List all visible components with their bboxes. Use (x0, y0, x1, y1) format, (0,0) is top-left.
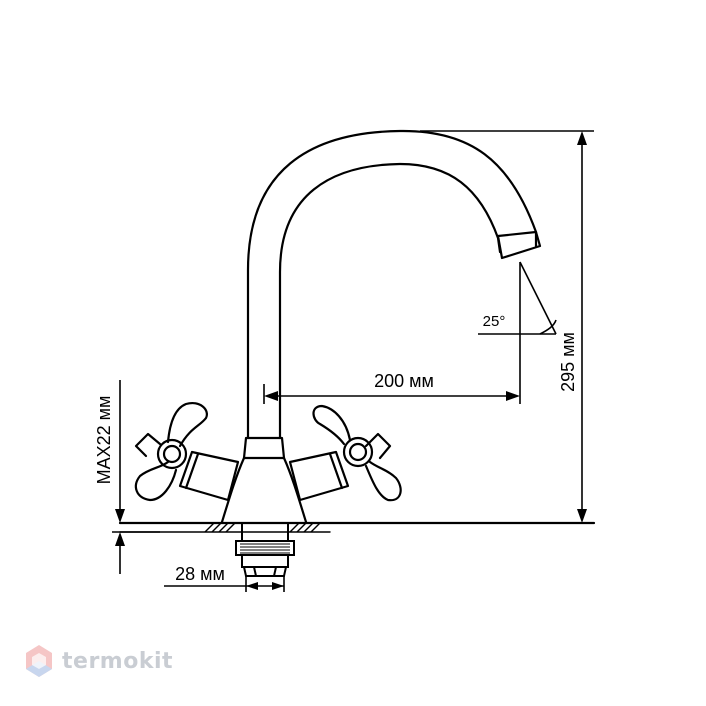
connector-label: 28 мм (175, 564, 225, 584)
right-valve-body (288, 450, 350, 502)
left-handle-top (166, 402, 208, 448)
left-handle-left (134, 432, 162, 458)
spout-outer (246, 129, 538, 440)
termokit-logo-icon (26, 645, 52, 677)
left-valve-body (178, 450, 240, 502)
connector-threads (240, 543, 290, 554)
angle-indicator (478, 261, 557, 335)
right-handle-bottom (364, 460, 402, 502)
mount-hatching (204, 522, 321, 533)
angle-label: 25° (483, 313, 506, 330)
body-lower (220, 456, 308, 524)
arrow-295-bottom (577, 509, 587, 523)
arrow-200-right (506, 391, 520, 401)
arrow-200-left (264, 391, 278, 401)
right-handle-right (364, 432, 392, 460)
height-label: 295 мм (558, 332, 578, 392)
right-handle-top (312, 404, 352, 446)
left-handle-hub-inner (162, 444, 182, 464)
arrow-28-right (272, 582, 284, 590)
right-handle-hub-inner (348, 442, 368, 462)
right-valve-neck (328, 452, 344, 490)
arrow-max22-up (115, 532, 125, 546)
body-collar (242, 436, 286, 460)
left-handle-hub (156, 438, 188, 470)
dimension-28 (164, 576, 285, 592)
arrow-295-top (577, 131, 587, 145)
right-handle-hub (342, 436, 374, 468)
connector (235, 522, 295, 577)
arrow-max22-down (115, 509, 125, 523)
left-handle-bottom (134, 460, 178, 502)
reach-label: 200 мм (374, 371, 434, 391)
watermark: termokit (24, 642, 173, 680)
arrow-28-left (246, 582, 258, 590)
spout-tip (496, 230, 542, 260)
spout-inner (278, 162, 502, 440)
dimension-295 (420, 130, 594, 511)
max-mount-label: MAX22 мм (94, 396, 114, 485)
dimension-200 (263, 262, 521, 404)
watermark-text: termokit (62, 648, 174, 674)
left-valve-neck (184, 452, 200, 490)
